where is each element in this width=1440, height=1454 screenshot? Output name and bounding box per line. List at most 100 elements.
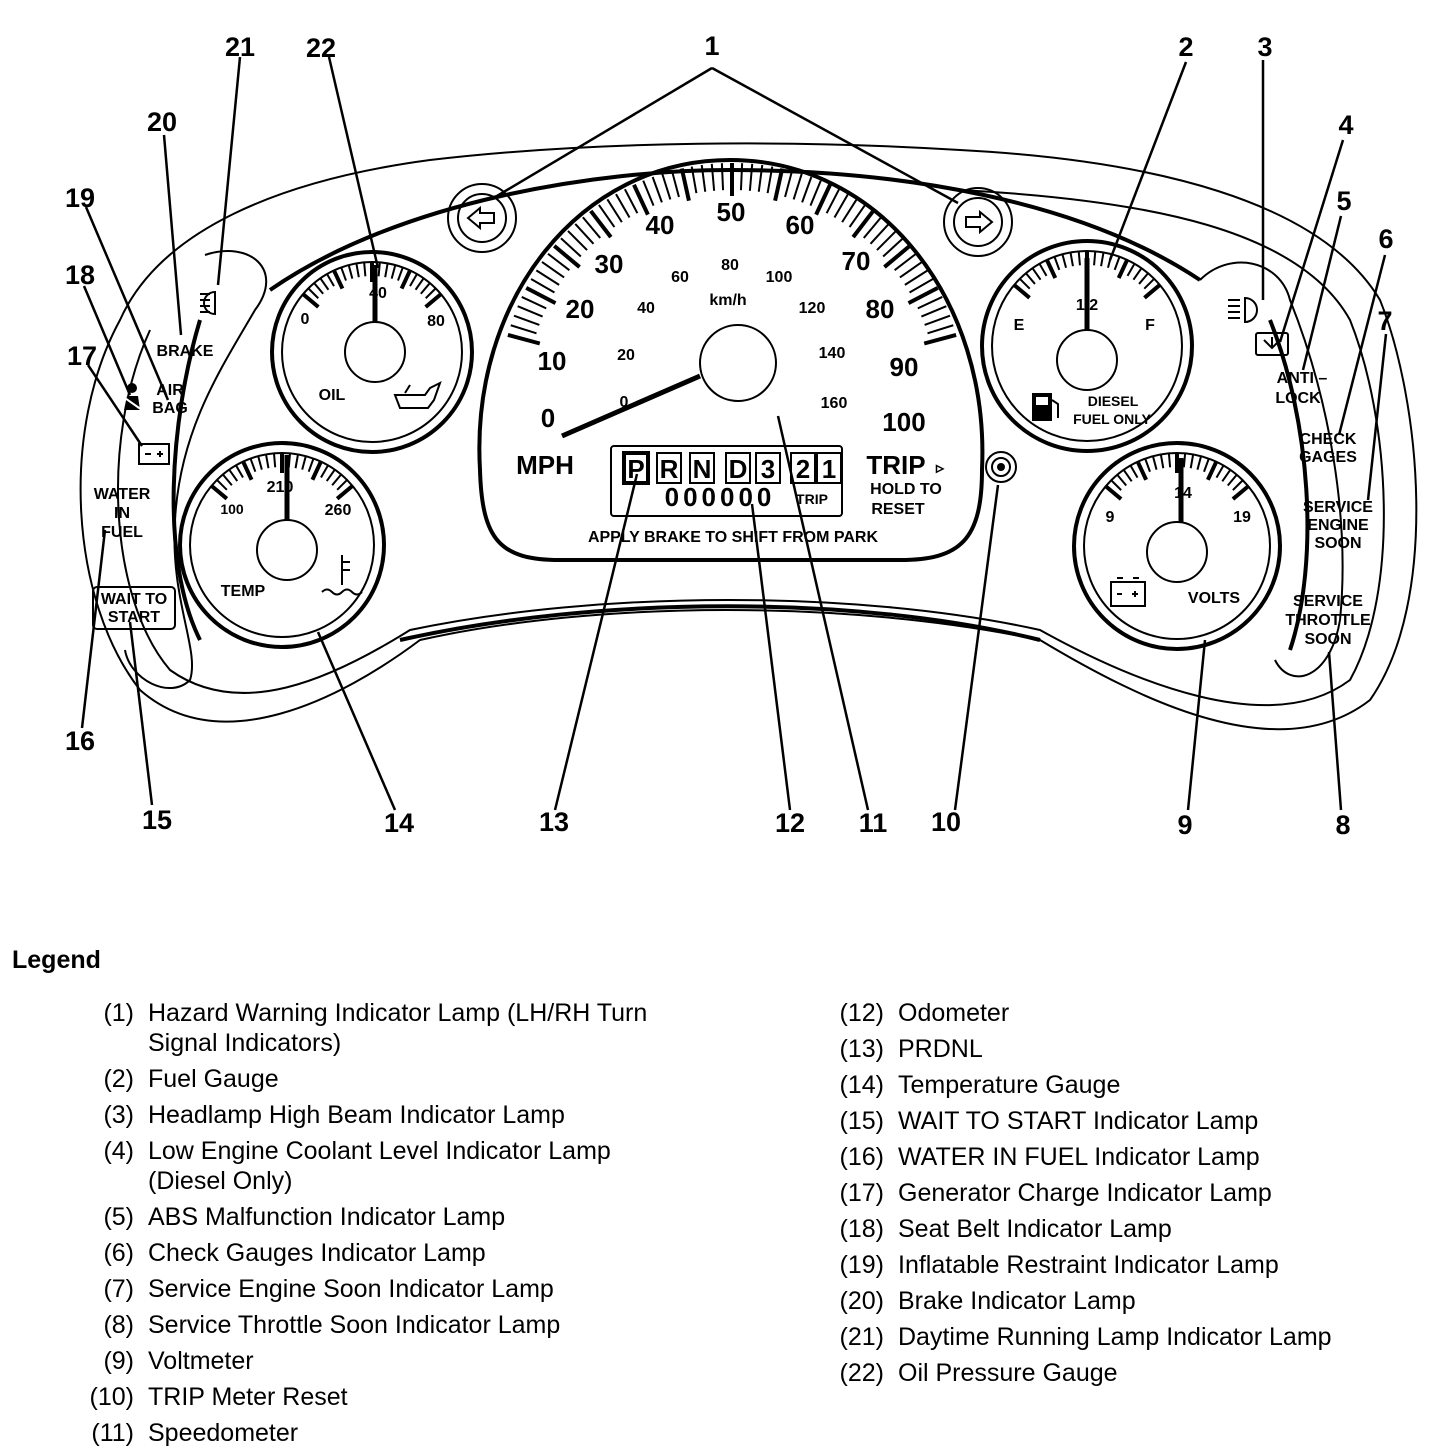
trip-arrow-icon: ▹ [935, 460, 945, 477]
legend-item-text: Service Throttle Soon Indicator Lamp [148, 1311, 561, 1339]
tick-mark [547, 252, 570, 271]
tick-mark [399, 269, 412, 290]
tick-mark [690, 166, 698, 194]
tick-mark [326, 273, 335, 287]
arrow-right-icon [965, 209, 994, 235]
legend-item: (19)Inflatable Restraint Indicator Lamp [812, 1250, 1432, 1280]
tick-mark [1019, 278, 1031, 290]
tick-mark [1206, 460, 1219, 481]
tick-mark [792, 173, 803, 200]
legend-item-number: (15) [839, 1107, 884, 1135]
voltmeter: 9 14 19 VOLTS [1072, 441, 1282, 651]
tick-mark [265, 454, 270, 469]
legend-item-text: Headlamp High Beam Indicator Lamp [148, 1101, 565, 1129]
mph-mark: 50 [717, 197, 746, 227]
callout-22: 22 [306, 33, 336, 63]
tick-mark [310, 460, 323, 481]
legend-item: (9)Voltmeter [62, 1346, 762, 1376]
tick-mark [1126, 263, 1136, 277]
voltmeter-mid: 14 [1174, 485, 1192, 502]
tick-mark [1116, 474, 1127, 487]
voltmeter-ticks [1104, 453, 1250, 501]
prndl-letter: 3 [761, 454, 775, 484]
callout-1: 1 [704, 31, 719, 61]
mph-mark: 90 [890, 352, 919, 382]
legend-item-number: (18) [839, 1215, 884, 1243]
legend-item: (18)Seat Belt Indicator Lamp [812, 1214, 1432, 1244]
tick-mark [409, 273, 418, 287]
tick-mark [257, 455, 263, 470]
tick-mark [1143, 283, 1162, 300]
tick-mark [1045, 259, 1058, 279]
mph-mark: 30 [595, 249, 624, 279]
tick-mark [1203, 458, 1210, 473]
prndl-letter: P [627, 454, 644, 484]
tick-mark [1100, 252, 1105, 267]
legend-item-number: (8) [103, 1311, 134, 1339]
tick-mark [530, 278, 555, 294]
tick-mark [363, 262, 367, 277]
legend-item: (15)WAIT TO START Indicator Lamp [812, 1106, 1432, 1136]
prndl-letter: 2 [796, 454, 810, 484]
service-throttle-soon-line1: SERVICE [1293, 593, 1363, 610]
oil-can-icon [393, 380, 442, 409]
water-in-fuel-line3: FUEL [101, 524, 143, 541]
cluster-inner-outline [117, 189, 1385, 707]
water-in-fuel-line2: IN [114, 505, 130, 522]
callout-7: 7 [1377, 306, 1392, 336]
callout-8: 8 [1335, 810, 1350, 840]
tick-mark [425, 287, 437, 299]
mph-mark: 10 [538, 346, 567, 376]
legend-item-number: (3) [103, 1101, 134, 1129]
callout-9: 9 [1177, 810, 1192, 840]
kmh-mark: 120 [799, 300, 826, 317]
tick-mark [1132, 267, 1143, 281]
tick-mark [249, 458, 257, 473]
tick-mark [1144, 458, 1151, 473]
legend-item-text: ABS Malfunction Indicator Lamp [148, 1203, 506, 1231]
mph-mark: 70 [842, 246, 871, 276]
trip-reset-knob [985, 451, 1017, 483]
tick-mark [720, 163, 725, 191]
tick-mark [1104, 484, 1123, 501]
tick-mark [1232, 479, 1244, 491]
tick-mark [923, 333, 957, 346]
temp-gauge-min: 100 [220, 501, 244, 517]
legend-item: (13)PRDNL [812, 1034, 1432, 1064]
tick-mark [1025, 272, 1036, 285]
legend-item-text: Low Engine Coolant Level Indicator Lamp … [148, 1137, 611, 1195]
tick-mark [535, 269, 560, 286]
tick-mark [347, 264, 354, 279]
tick-mark [228, 469, 239, 482]
prndl-letter: D [729, 454, 748, 484]
tick-mark [313, 282, 324, 295]
legend-item-number: (2) [103, 1065, 134, 1093]
tick-mark [632, 183, 650, 216]
tick-mark [377, 262, 381, 277]
tick-mark [1189, 454, 1195, 469]
trip-reset-line1: HOLD TO [870, 481, 942, 498]
tick-mark [1182, 453, 1187, 468]
tick-mark [517, 305, 543, 318]
legend-item: (10)TRIP Meter Reset [62, 1382, 762, 1412]
tick-mark [507, 333, 541, 346]
tick-mark [1113, 256, 1121, 271]
tick-mark [851, 209, 875, 239]
legend-item-text: Check Gauges Indicator Lamp [148, 1239, 486, 1267]
mph-mark: 60 [786, 210, 815, 240]
tick-mark [801, 176, 813, 203]
kmh-mark: 0 [620, 394, 629, 411]
tick-mark [679, 168, 691, 202]
tick-mark [833, 193, 849, 218]
prndl-letter: 1 [822, 454, 836, 484]
tick-mark [1159, 454, 1165, 469]
cluster-outer-outline [79, 142, 1418, 731]
right-turn-signal-lamp [943, 187, 1013, 257]
tick-mark [222, 473, 233, 486]
tick-mark [766, 166, 774, 194]
tick-mark [863, 216, 882, 239]
service-engine-soon-line3: SOON [1314, 535, 1361, 552]
tick-mark [904, 269, 929, 286]
coolant-level-icon [1255, 332, 1289, 356]
legend-item: (12)Odometer [812, 998, 1432, 1028]
